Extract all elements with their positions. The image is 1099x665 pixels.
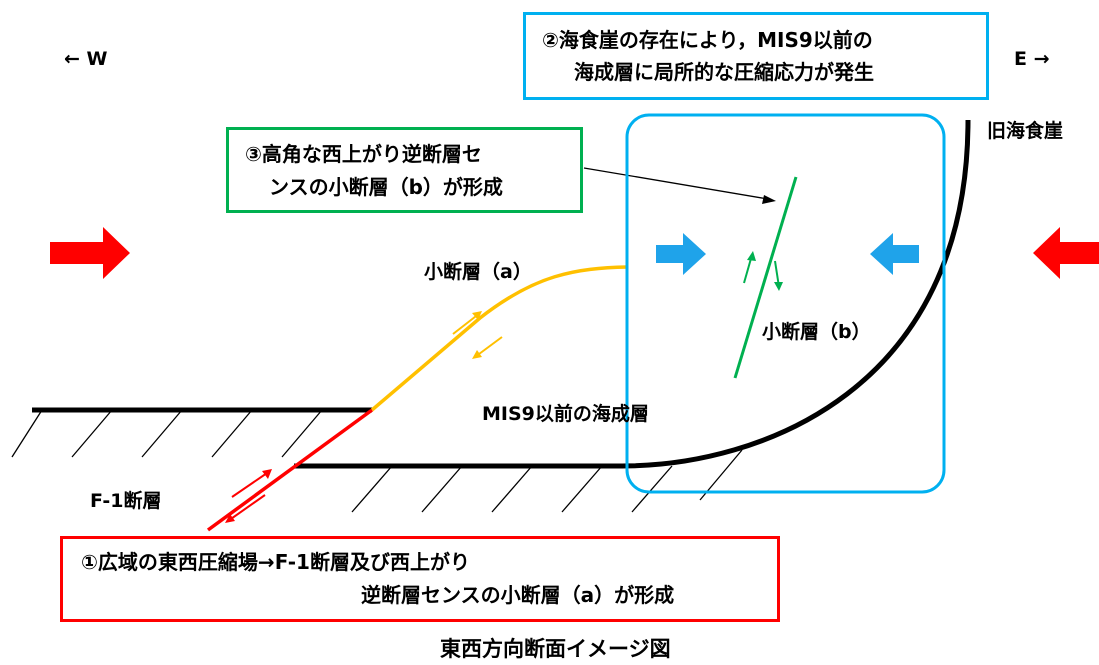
fault-b-line <box>733 176 798 379</box>
fault-a-line <box>370 265 629 412</box>
local-compression-zone <box>625 113 946 494</box>
note-box-2: ②海食崖の存在により，MIS9以前の 海成層に局所的な圧縮応力が発生 <box>523 12 989 100</box>
direction-west-label: ← W <box>64 48 108 70</box>
local-east-arrow <box>870 233 919 275</box>
east-compression-arrow <box>1033 227 1099 279</box>
leader-arrowhead <box>762 195 776 204</box>
note-box-1: ①広域の東西圧縮場→F-1断層及び西上がり 逆断層センスの小断層（a）が形成 <box>60 536 780 622</box>
west-compression-arrow <box>50 227 130 279</box>
note-box-3-line2: ンスの小断層（b）が形成 <box>269 175 503 199</box>
fault-b-arrowhead-up <box>747 251 756 261</box>
old-sea-cliff-label: 旧海食崖 <box>987 120 1064 142</box>
fault-a-label: 小断層（a） <box>424 261 532 283</box>
fault-a-arrowhead-down <box>472 350 482 359</box>
f1-arrowhead-up <box>262 469 272 479</box>
diagram-caption: 東西方向断面イメージ図 <box>440 637 671 661</box>
f1-arrowhead-down <box>225 514 235 523</box>
f1-fault-line <box>206 408 374 532</box>
ground-hatching <box>11 409 743 513</box>
note-box-3-line1: ③高角な西上がり逆断層セ <box>245 142 482 166</box>
local-west-arrow <box>656 233 706 275</box>
fault-a-arrowhead-up <box>472 311 482 320</box>
note-box-2-line2: 海成層に局所的な圧縮応力が発生 <box>574 60 874 84</box>
note-box-3: ③高角な西上がり逆断層セ ンスの小断層（b）が形成 <box>226 127 583 213</box>
marine-layer-label: MIS9以前の海成層 <box>482 403 649 425</box>
note-box-2-line1: ②海食崖の存在により，MIS9以前の <box>542 28 873 52</box>
f1-arrow-down <box>227 494 266 522</box>
old-sea-cliff-line <box>294 119 971 469</box>
f1-fault-label: F-1断層 <box>90 490 162 512</box>
note-box-1-line2: 逆断層センスの小断層（a）が形成 <box>361 583 675 607</box>
note-box-1-line1: ①広域の東西圧縮場→F-1断層及び西上がり <box>81 550 470 574</box>
f1-arrow-up <box>231 470 271 498</box>
fault-b-label: 小断層（b） <box>762 321 871 343</box>
direction-east-label: E → <box>1014 48 1050 70</box>
fault-b-arrowhead-down <box>774 282 783 291</box>
leader-line-box3 <box>583 167 769 200</box>
